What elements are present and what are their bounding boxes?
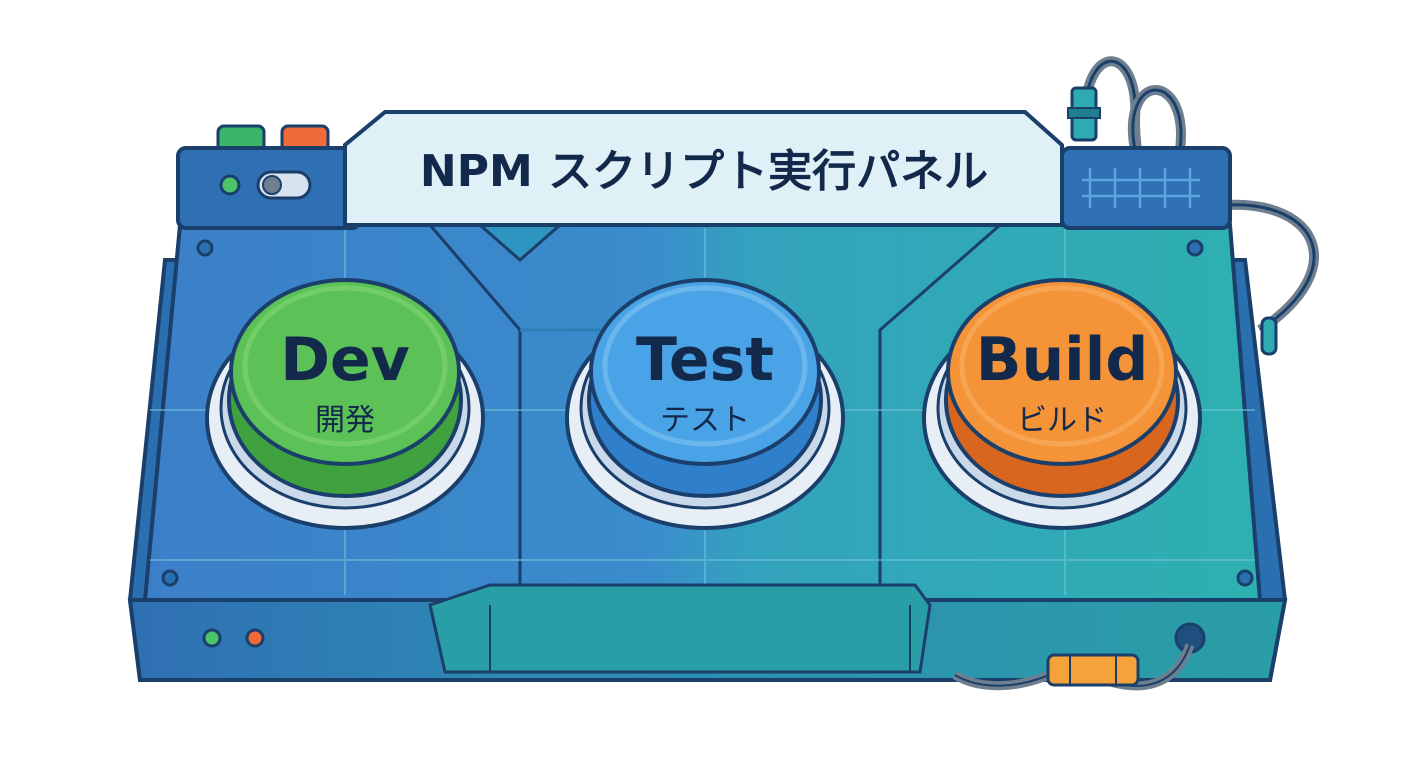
test-button-sublabel: テスト	[660, 403, 750, 438]
top-left-module	[176, 124, 362, 230]
build-button-sublabel: ビルド	[1017, 403, 1107, 438]
dev-button[interactable]: Dev 開発	[205, 278, 485, 530]
front-led-orange	[245, 628, 265, 648]
front-tray	[428, 583, 932, 674]
title-plate: NPM スクリプト実行パネル	[343, 110, 1064, 227]
vent-grille	[1082, 168, 1200, 208]
panel-title: NPM スクリプト実行パネル	[420, 146, 988, 197]
side-knob	[1260, 316, 1278, 356]
test-button-label: Test	[636, 325, 774, 395]
top-right-module	[1060, 146, 1232, 230]
connector-top	[1067, 86, 1101, 142]
front-cable	[952, 622, 1206, 691]
test-button[interactable]: Test テスト	[565, 278, 845, 530]
build-button[interactable]: Build ビルド	[922, 278, 1202, 530]
dev-button-sublabel: 開発	[315, 403, 375, 438]
front-led-green	[202, 628, 222, 648]
top-led-green	[219, 174, 241, 196]
screws	[161, 239, 1254, 587]
build-button-label: Build	[976, 325, 1149, 395]
dev-button-label: Dev	[280, 325, 410, 395]
